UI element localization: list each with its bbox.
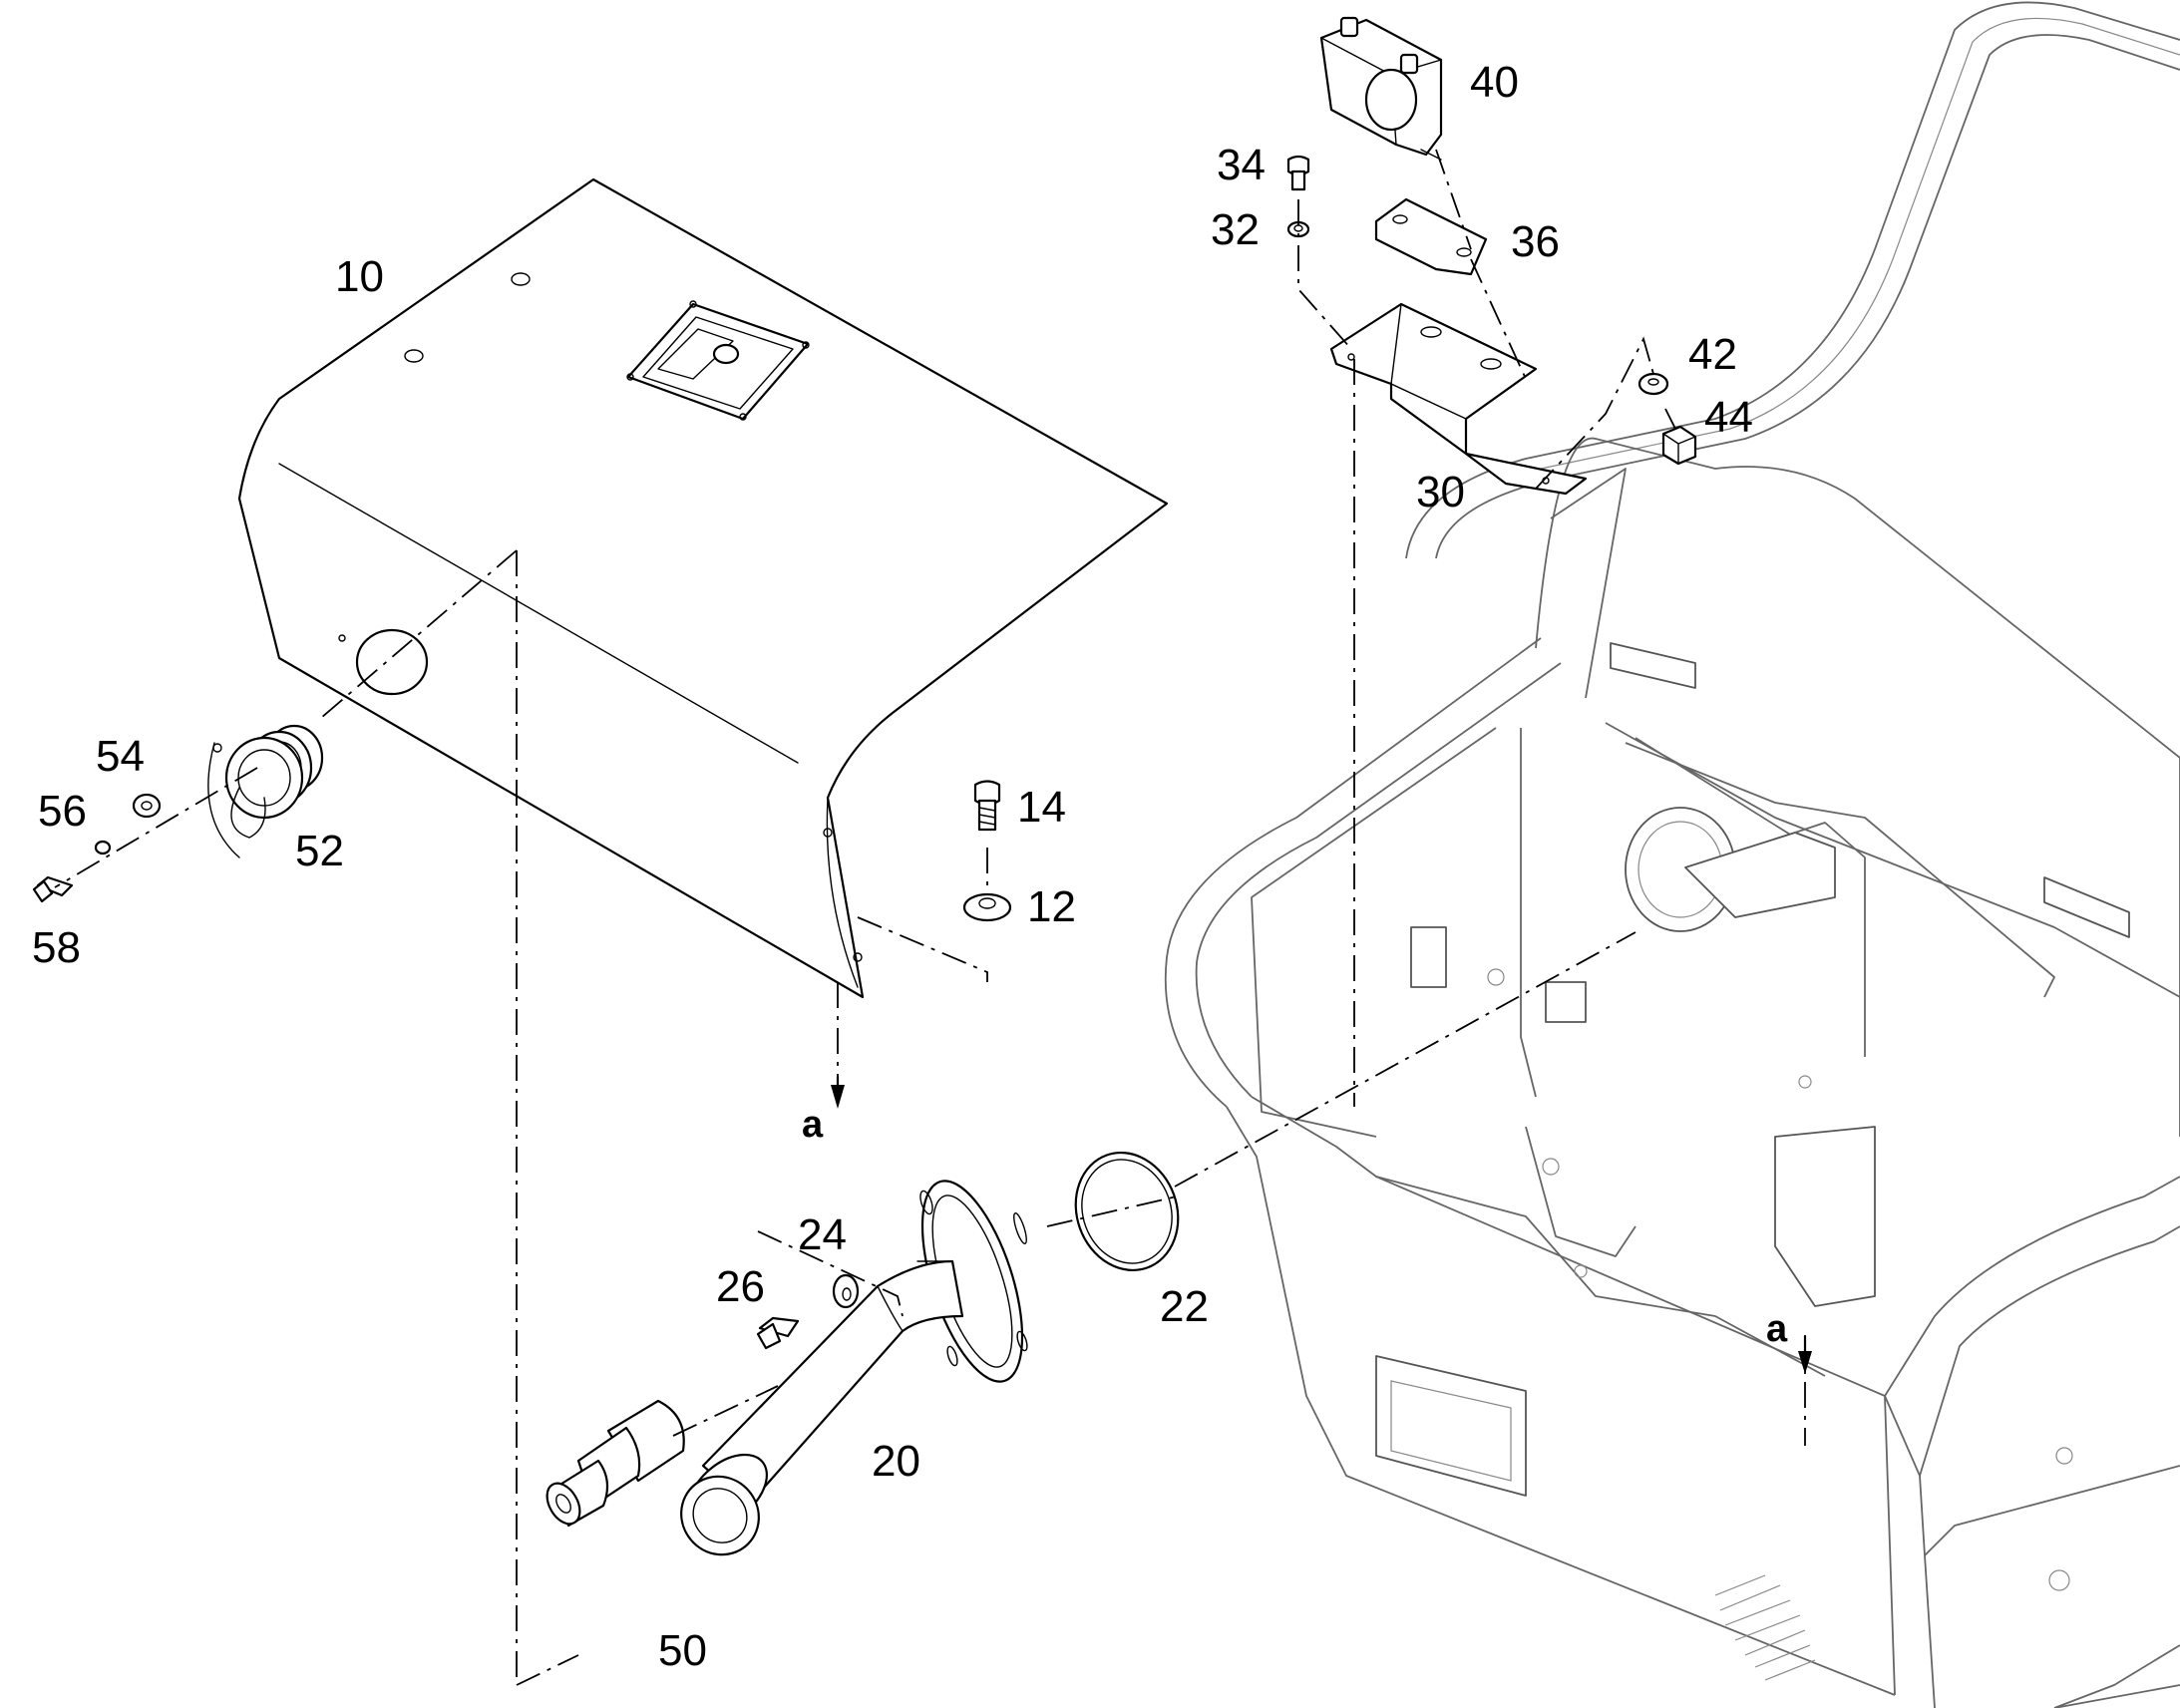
callout-44: 44 — [1704, 393, 1753, 442]
marker-a-right: a — [1766, 1308, 1788, 1350]
callout-22: 22 — [1160, 1282, 1209, 1331]
callout-52: 52 — [295, 827, 344, 875]
part-42-washer — [1637, 372, 1669, 396]
machine-frame — [1164, 1, 2180, 1708]
marker-a-left: a — [802, 1104, 824, 1146]
callout-24: 24 — [798, 1210, 847, 1259]
callout-14: 14 — [1017, 783, 1066, 832]
part-40-clamp — [1319, 16, 1443, 161]
part-34-screw — [1286, 155, 1310, 191]
callout-56: 56 — [38, 787, 87, 836]
part-14-bolt — [973, 780, 1001, 832]
callout-12: 12 — [1027, 882, 1076, 931]
callout-58: 58 — [32, 923, 81, 972]
callout-20: 20 — [872, 1437, 920, 1486]
part-54-washer — [132, 793, 162, 819]
callout-34: 34 — [1217, 141, 1266, 189]
callout-32: 32 — [1211, 205, 1260, 254]
part-20-filler-pipe — [680, 1180, 1028, 1556]
part-58-screw — [32, 875, 74, 903]
part-30-bracket — [1329, 302, 1588, 496]
part-50-coupling — [545, 1399, 685, 1528]
callout-10: 10 — [335, 252, 384, 301]
part-52-filler-cap — [207, 724, 324, 858]
part-24-washer — [832, 1273, 860, 1309]
part-12-washer — [962, 892, 1012, 922]
cover-hatch — [626, 300, 810, 421]
part-36-plate — [1374, 197, 1488, 276]
part-44-nut — [1661, 425, 1697, 466]
callout-40: 40 — [1470, 58, 1519, 107]
callout-36: 36 — [1511, 217, 1560, 266]
callout-54: 54 — [96, 732, 145, 781]
part-26-bolt — [756, 1316, 800, 1350]
callout-42: 42 — [1688, 330, 1737, 379]
part-10-cover — [237, 177, 1169, 999]
arrow-a-left — [831, 1075, 845, 1109]
callout-50: 50 — [658, 1626, 707, 1675]
callout-30: 30 — [1416, 468, 1465, 516]
part-56-lock-washer — [94, 840, 112, 855]
callout-26: 26 — [716, 1262, 765, 1311]
vent-louvres — [1714, 1574, 1816, 1681]
part-22-o-ring — [1074, 1151, 1180, 1272]
arrow-a-right — [1798, 1334, 1812, 1374]
